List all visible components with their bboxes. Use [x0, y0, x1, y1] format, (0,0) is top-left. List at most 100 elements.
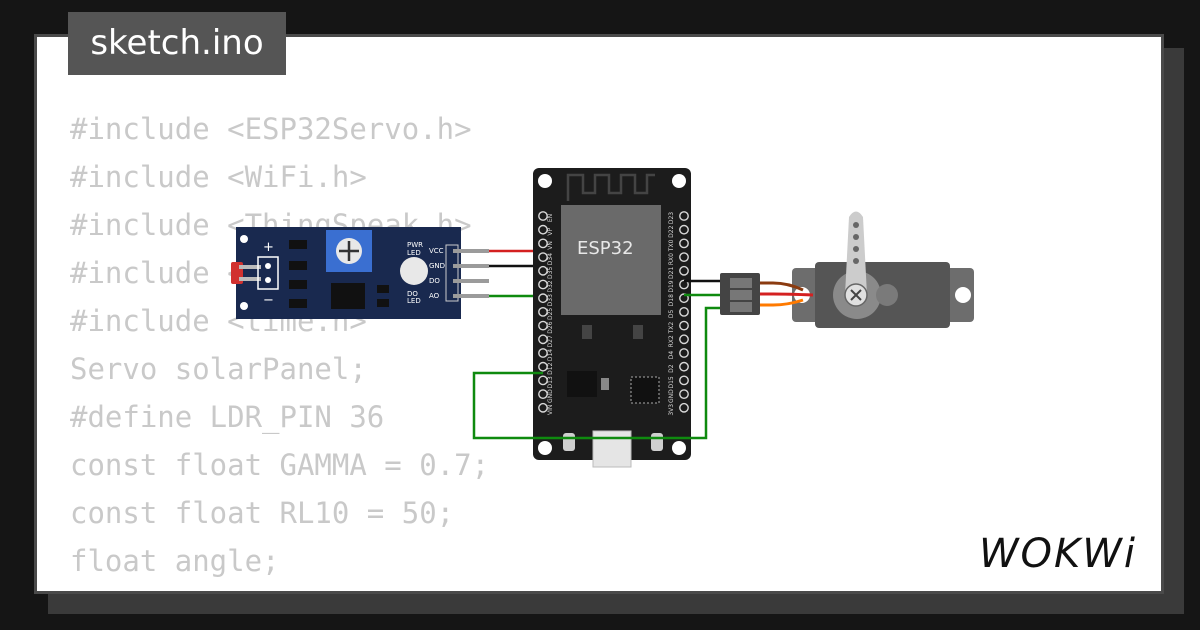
screw-icon [850, 289, 862, 301]
header-pin-left-d33[interactable] [538, 293, 548, 304]
mount-hole [672, 441, 686, 455]
code-line: #define LDR_PIN 36 [70, 400, 385, 434]
smd-resistor [289, 299, 307, 308]
header-pin-right-d21[interactable] [679, 265, 689, 276]
header-pin-left-d35[interactable] [538, 265, 548, 276]
header-pin-left-d25[interactable] [538, 306, 548, 317]
ldr-wires [453, 249, 543, 298]
plus-label: + [263, 240, 274, 255]
preview-card: #include <ESP32Servo.h> #include <WiFi.h>… [34, 34, 1164, 594]
code-line: float angle; [70, 544, 280, 578]
pin-label-gnd: GND [429, 262, 445, 270]
code-line: Servo solarPanel; [70, 352, 367, 386]
header-pin-left-d27[interactable] [538, 334, 548, 345]
pin-label: EN [547, 214, 554, 222]
pin-label-vcc: VCC [429, 247, 444, 255]
header-pin-right-d15[interactable] [679, 375, 689, 386]
voltage-regulator [567, 371, 597, 397]
servo-horn[interactable] [845, 211, 867, 296]
servo-wires [472, 279, 720, 440]
file-tab[interactable]: sketch.ino [68, 12, 286, 75]
do-led-label: DO [407, 290, 418, 298]
header-pin-right-tx0[interactable] [679, 238, 689, 249]
pin-label: GND [547, 389, 554, 403]
code-line: #include <WiFi.h> [70, 160, 367, 194]
header-pin-right-d2[interactable] [679, 361, 689, 372]
ldr-module[interactable]: + − PWR LED DO LED VCC GND DO [231, 227, 461, 319]
pin-label: D15 [668, 376, 675, 388]
servo-power-wire[interactable] [472, 306, 720, 440]
header-pin-left-vn[interactable] [538, 238, 548, 249]
code-line: const float RL10 = 50; [70, 496, 455, 530]
header-pin-left-vin[interactable] [538, 402, 548, 413]
pin-label: RX2 [668, 335, 675, 347]
mount-hole [538, 441, 552, 455]
pin-label: D32 [547, 280, 554, 292]
pin-label: RX0 [668, 253, 675, 265]
photoresistor-leg [239, 277, 261, 281]
pin-label: GND [668, 389, 675, 403]
header-pin-left-en[interactable] [538, 211, 548, 221]
pin-label: TX2 [668, 322, 675, 335]
usb-port[interactable] [592, 430, 632, 468]
esp32-module [561, 205, 661, 315]
wokwi-logo-text: WOKWi [979, 531, 1137, 577]
servo-motor[interactable] [792, 211, 974, 329]
mount-hole [538, 174, 552, 188]
servo-horn-hole [853, 246, 859, 252]
smd-resistor [289, 280, 307, 289]
header-pin-left-vp[interactable] [538, 224, 548, 235]
header-pin-right-d4[interactable] [679, 348, 689, 358]
servo-horn-hole [853, 222, 859, 228]
esp32-board[interactable]: ESP32 [533, 168, 691, 468]
header-pin-left-d34[interactable] [538, 252, 548, 263]
smd-component [582, 325, 592, 339]
esp32-right-header: D23D22TX0RX0D21D19D18D5TX2RX2D4D2D15GND3… [668, 211, 689, 416]
smd-resistor [289, 261, 307, 270]
header-pin-right-d5[interactable] [679, 306, 689, 317]
header-pin-right-gnd[interactable] [679, 389, 689, 399]
ldr-socket-pin [265, 277, 271, 283]
pin-label: D4 [668, 351, 675, 360]
header-pin-left-d13[interactable] [538, 375, 548, 386]
header-pin-left-gnd[interactable] [538, 389, 548, 399]
servo-gear-small [876, 284, 898, 306]
pin-label: VN [547, 241, 554, 250]
header-pin-left-d26[interactable] [538, 320, 548, 331]
wokwi-logo: WOKWi [979, 531, 1137, 577]
servo-horn-hole [853, 258, 859, 264]
header-pin-right-d23[interactable] [679, 211, 689, 221]
mount-hole [240, 302, 248, 310]
pwr-led [400, 257, 428, 285]
do-led-label: LED [407, 297, 421, 305]
pin-label: D2 [668, 364, 675, 373]
connector-pin [730, 290, 752, 300]
code-line: #include <ESP32Servo.h> [70, 112, 472, 146]
pin-label: D25 [547, 308, 554, 320]
header-pin-left-d14[interactable] [538, 348, 548, 358]
photoresistor-leg [239, 265, 261, 269]
pin-label: D23 [668, 212, 675, 224]
mount-hole [955, 287, 971, 303]
header-pin-right-3v3[interactable] [679, 402, 689, 413]
smd-resistor [377, 285, 389, 293]
header-pin-right-tx2[interactable] [679, 320, 689, 331]
smd-resistor [377, 299, 389, 307]
minus-label: − [263, 293, 274, 308]
code-line: const float GAMMA = 0.7; [70, 448, 490, 482]
servo-cable [720, 273, 814, 315]
esp32-left-header: ENVPVND34D35D32D33D25D26D27D14D12D13GNDV… [538, 211, 554, 415]
header-pin-left-d12[interactable] [538, 361, 548, 372]
chip-label: ESP32 [577, 238, 634, 259]
pin-label-do: DO [429, 277, 440, 285]
en-button[interactable] [563, 433, 575, 451]
pin-label: D12 [547, 362, 554, 374]
boot-button[interactable] [651, 433, 663, 451]
header-pin-right-rx2[interactable] [679, 334, 689, 345]
header-pin-right-d22[interactable] [679, 224, 689, 235]
pin-label: D22 [668, 225, 675, 237]
comparator-chip [331, 283, 365, 309]
header-pin-right-rx0[interactable] [679, 252, 689, 263]
header-pin-left-d32[interactable] [538, 279, 548, 290]
circuit-diagram: + − PWR LED DO LED VCC GND DO [231, 168, 974, 468]
